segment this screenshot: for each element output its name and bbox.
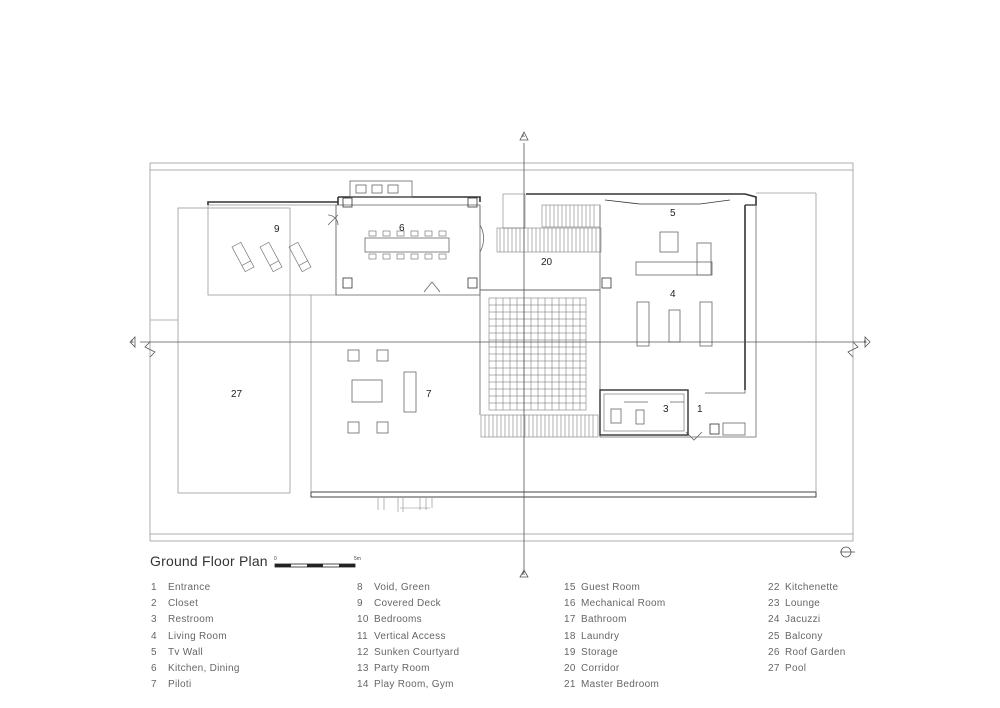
section-mark-top-label: A — [522, 133, 525, 138]
room-label-20: 20 — [541, 257, 553, 268]
room-label-4: 4 — [670, 289, 676, 300]
room-label-9: 9 — [274, 224, 280, 235]
restroom — [599, 389, 689, 436]
section-mark-top — [519, 131, 529, 141]
armchair — [659, 231, 679, 253]
plan-title: Ground Floor Plan — [150, 553, 268, 569]
scale-start-label: 0 — [274, 556, 277, 562]
dining-table — [364, 237, 450, 253]
stair-lower — [480, 414, 599, 438]
pool — [177, 207, 291, 494]
kitchen-counter — [349, 180, 413, 198]
room-label-27: 27 — [231, 389, 243, 400]
section-mark-left-label: B — [131, 339, 134, 344]
deck-chairs — [231, 241, 312, 273]
room-label-6: 6 — [399, 223, 405, 234]
stair-upper — [496, 193, 602, 253]
section-mark-left — [129, 336, 136, 348]
room-label-3: 3 — [663, 404, 669, 415]
tv-wall — [604, 199, 731, 205]
scale-end-label: 5m — [354, 556, 361, 562]
section-mark-bottom-label: A — [522, 571, 525, 576]
sofa-counter — [635, 261, 713, 276]
inner-slab-bottom — [310, 491, 817, 498]
room-label-7: 7 — [426, 389, 432, 400]
kitchen-dining — [335, 204, 481, 296]
top-slab — [149, 162, 854, 171]
section-mark-right-label: B — [864, 339, 867, 344]
room-label-5: 5 — [670, 208, 676, 219]
bottom-slab — [149, 533, 854, 542]
covered-deck — [207, 204, 337, 296]
section-mark-right — [864, 336, 871, 348]
room-label-1: 1 — [697, 404, 703, 415]
section-mark-bottom — [519, 569, 529, 578]
sunken-courtyard-grid — [488, 297, 587, 411]
scale-bar-graphic — [274, 563, 356, 568]
